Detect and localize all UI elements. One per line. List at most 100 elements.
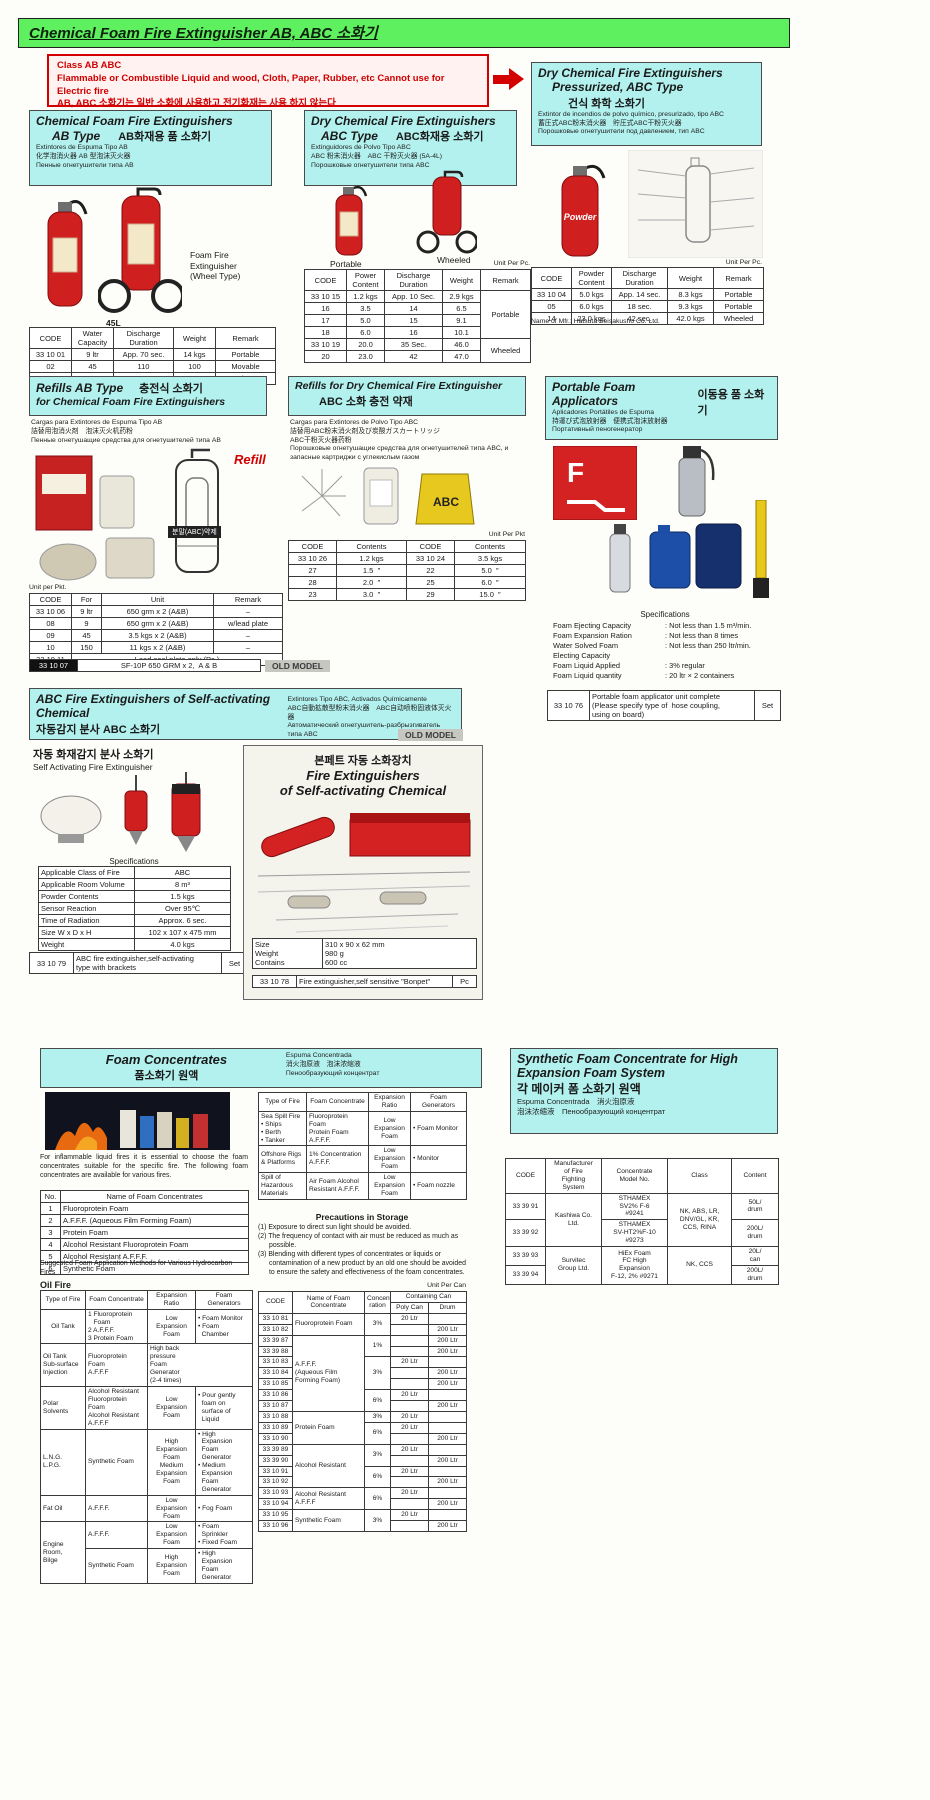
foam-sprayer-illustration	[665, 438, 720, 528]
table-cell: High back pressure Foam Generator (2-4 t…	[147, 1343, 253, 1387]
section-synthetic-foam-header: Synthetic Foam Concentrate for High Expa…	[510, 1048, 778, 1134]
spec-label: Foam Liquid Applied	[553, 660, 620, 670]
table-cell: Expansion Ratio	[147, 1290, 196, 1310]
bonpet-installation-diagram	[257, 866, 471, 939]
foam-products-photo	[45, 1092, 230, 1155]
dry-abc-type: ABC Type	[321, 129, 378, 144]
warning-korean-line: AB, ABC 소화기는 일반 소화에 사용하고 전기화재는 사용 하지 않는다	[57, 98, 336, 110]
spec-label: Electing Capacity	[553, 650, 611, 660]
table-cell: 45	[71, 360, 114, 373]
table-cell: Applicable Class of Fire	[38, 866, 135, 879]
table-cell: 33 10 89	[258, 1421, 293, 1434]
table-cell: 20 Ltr	[390, 1410, 429, 1423]
table-cell: 20	[304, 350, 347, 363]
table-cell: 05	[531, 300, 572, 313]
table-cell: 1	[40, 1202, 61, 1215]
table-cell: 28	[288, 576, 337, 589]
table-cell: Discharge Duration	[384, 269, 443, 291]
table-cell: Concentrate Model No.	[601, 1158, 668, 1194]
table-cell: 20 Ltr	[390, 1356, 429, 1369]
table-cell: 09	[29, 629, 72, 642]
table-cell: 6.0 kgs	[571, 300, 612, 313]
table-cell: ABC	[134, 866, 231, 879]
table-cell: 33 10 79	[29, 952, 74, 974]
self-activating-title-korean: 자동감지 분사 ABC 소화기	[36, 723, 161, 736]
table-cell: Survitec Group Ltd.	[545, 1246, 602, 1285]
warning-english-line: Flammable or Combustible Liquid and wood…	[57, 72, 445, 97]
foam-concentrates-subtitle-cjk: 消火泡原液 泡沫浓缩液	[285, 1060, 361, 1068]
table-cell: 25	[406, 576, 455, 589]
table-cell: Portable	[480, 290, 531, 339]
table-cell: 3%	[364, 1356, 391, 1391]
table-cell: 14	[384, 302, 443, 315]
table-cell: 42.0 kgs	[667, 312, 714, 325]
refill-products-illustration	[34, 446, 164, 589]
applicators-spec-title: Specifications	[640, 610, 690, 619]
table-cell: Low Expansion Foam	[368, 1145, 411, 1174]
table-cell	[390, 1498, 429, 1511]
table-cell: Remark	[713, 267, 764, 289]
foam-concentrates-title-korean: 품소화기 원액	[134, 1070, 199, 1082]
table-cell: 310 x 90 x 62 mm 980 g 600 cc	[322, 938, 477, 969]
table-cell: 1%	[364, 1334, 391, 1358]
table-cell	[428, 1487, 467, 1500]
table-cell: 6%	[364, 1421, 391, 1445]
foam-flag-illustration: F	[552, 445, 638, 525]
table-cell: STHAMEX SV2% F-6 #9241	[601, 1192, 668, 1221]
table-cell: Type of Fire	[40, 1290, 86, 1310]
unit-per-pkt-note: Unit per Pkt.	[29, 584, 67, 591]
table-cell: 6.0 ″	[454, 576, 526, 589]
table-cell: 6%	[364, 1465, 391, 1489]
section-foam-concentrates-header: Foam Concentrates 품소화기 원액 Espuma Concent…	[40, 1048, 482, 1088]
refills-dry-subtitle-es: Cargas para Extintores de Polvo Tipo ABC	[290, 419, 419, 426]
foam-ab-type: AB Type	[52, 129, 101, 144]
table-cell: 1% Concentration A.F.F.F.	[306, 1145, 369, 1174]
table-cell: CODE	[304, 269, 347, 291]
dry-abc-title: Dry Chemical Fire Extinguishers	[311, 114, 496, 128]
table-cell	[390, 1476, 429, 1489]
foam-concentrates-intro: For inflammable liquid fires it is essen…	[40, 1154, 248, 1179]
table-cell: 4.0 kgs	[134, 938, 231, 951]
self-activating-subtitle-es: Extintores Tipo ABC, Activados Químicame…	[287, 696, 427, 703]
table-cell: Time of Radiation	[38, 914, 135, 927]
refills-ab-title: Refills AB Type	[36, 381, 124, 395]
section-refills-dry-header: Refills for Dry Chemical Fire Extinguish…	[288, 376, 526, 416]
table-cell: Foam Concentrate	[85, 1290, 148, 1310]
table-cell: 33 10 91	[258, 1465, 293, 1478]
table-cell: Poly Can	[390, 1301, 429, 1314]
table-cell: 33 10 96	[258, 1520, 293, 1532]
table-cell: 23	[288, 588, 337, 601]
table-cell	[428, 1356, 467, 1369]
refills-ab-subtitle-cjk: 詰替用泡消火剤 泡沫灭火机药粉	[31, 427, 133, 435]
bonpet-wallbox-illustration	[349, 812, 471, 865]
table-cell: • Fog Foam	[195, 1494, 253, 1523]
table-cell: Approx. 6 sec.	[134, 914, 231, 927]
table-cell	[428, 1465, 467, 1478]
warning-box: Class AB ABC Flammable or Combustible Li…	[47, 54, 489, 109]
table-cell: 27	[288, 564, 337, 577]
foam-extinguisher-illustration	[36, 192, 94, 319]
refills-ab-title2: for Chemical Foam Fire Extinguishers	[36, 396, 226, 408]
arrow-right-icon	[493, 68, 524, 90]
table-cell: 200 Ltr	[428, 1432, 467, 1445]
